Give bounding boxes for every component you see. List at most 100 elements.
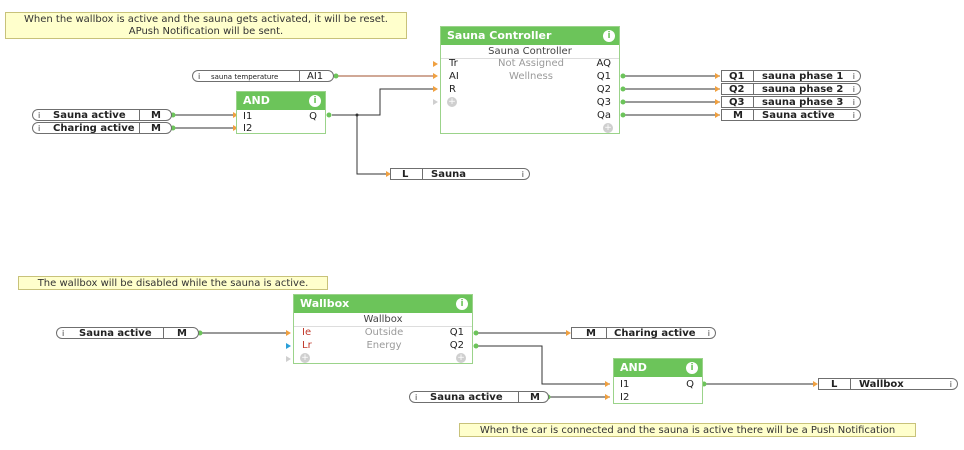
info-icon[interactable]: i — [603, 30, 615, 42]
info-icon[interactable]: i — [949, 380, 952, 389]
and2-input-i2[interactable]: I2 — [620, 392, 630, 403]
info-icon[interactable]: i — [38, 111, 41, 120]
info-icon[interactable]: i — [852, 85, 855, 94]
ref-tag: M — [151, 110, 161, 121]
wallbox-header: Wallbox i — [294, 295, 472, 313]
info-icon[interactable]: i — [309, 95, 321, 107]
wallbox-name: Wallbox — [294, 314, 472, 327]
wallbox-output-q1[interactable]: Q1 — [449, 327, 464, 338]
ref-label: Wallbox — [859, 379, 904, 390]
ref-label: Sauna active — [79, 328, 152, 339]
ref-divider — [299, 71, 300, 82]
sauna-controller-line2: Wellness — [509, 71, 553, 82]
wallbox-block[interactable]: Wallbox i Wallbox Outside Energy Ie Lr +… — [293, 294, 473, 364]
and-block-1[interactable]: AND i I1 I2 Q — [236, 91, 326, 134]
add-output-icon[interactable]: + — [456, 353, 466, 363]
and-block-1-title: AND — [243, 94, 270, 107]
and1-input-i1[interactable]: I1 — [243, 111, 253, 122]
ref-divider — [422, 169, 423, 180]
input-ref-charing-active[interactable]: i Charing active M — [32, 122, 172, 134]
output-ref-sauna-active[interactable]: M Sauna active i — [721, 109, 861, 121]
and2-output-q[interactable]: Q — [686, 379, 694, 390]
output-q2[interactable]: Q2 — [596, 84, 611, 95]
info-icon[interactable]: i — [852, 98, 855, 107]
ref-tag: M — [530, 392, 540, 403]
and-block-2-title: AND — [620, 361, 647, 374]
output-ref-charing-active[interactable]: M Charing active i — [571, 327, 716, 339]
ref-divider — [606, 328, 607, 339]
info-icon[interactable]: i — [686, 362, 698, 374]
ref-label: Sauna active — [430, 392, 503, 403]
input-ref-sauna-active[interactable]: i Sauna active M — [56, 327, 199, 339]
add-output-icon[interactable]: + — [603, 123, 613, 133]
input-ref-sauna-active[interactable]: i Sauna active M — [409, 391, 549, 403]
info-icon[interactable]: i — [521, 170, 524, 179]
and2-input-i1[interactable]: I1 — [620, 379, 630, 390]
and-block-2-header: AND i — [614, 359, 702, 377]
info-icon[interactable]: i — [456, 298, 468, 310]
ref-divider — [753, 71, 754, 82]
info-icon[interactable]: i — [852, 72, 855, 81]
output-ref-sauna-phase-2[interactable]: Q2 sauna phase 2 i — [721, 83, 861, 95]
output-qa[interactable]: Qa — [597, 110, 611, 121]
output-ref-wallbox[interactable]: L Wallbox i — [818, 378, 958, 390]
ref-tag: Q3 — [729, 97, 745, 108]
input-ai[interactable]: AI — [449, 71, 459, 82]
sauna-controller-header: Sauna Controller i — [441, 27, 619, 45]
ref-tag: AI1 — [307, 71, 324, 82]
wallbox-input-ie[interactable]: Ie — [302, 327, 312, 338]
input-ref-sauna-temperature[interactable]: i sauna temperature AI1 — [192, 70, 334, 82]
info-icon[interactable]: i — [38, 124, 41, 133]
output-ref-sauna-phase-1[interactable]: Q1 sauna phase 1 i — [721, 70, 861, 82]
ref-tag: M — [151, 123, 161, 134]
ref-tag: M — [733, 110, 743, 121]
input-r[interactable]: R — [449, 84, 456, 95]
ref-tag: Q1 — [729, 71, 745, 82]
info-icon[interactable]: i — [852, 111, 855, 120]
input-ref-sauna-active[interactable]: i Sauna active M — [32, 109, 172, 121]
ref-divider — [139, 123, 140, 134]
ref-divider — [850, 379, 851, 390]
output-ref-sauna-phase-3[interactable]: Q3 sauna phase 3 i — [721, 96, 861, 108]
and-block-1-header: AND i — [237, 92, 325, 110]
wallbox-output-q2[interactable]: Q2 — [449, 340, 464, 351]
ref-tag: M — [177, 328, 187, 339]
output-ref-sauna[interactable]: L Sauna i — [390, 168, 530, 180]
comment-note-middle: The wallbox will be disabled while the s… — [18, 276, 328, 290]
and-block-2[interactable]: AND i I1 I2 Q — [613, 358, 703, 404]
comment-note-top: When the wallbox is active and the sauna… — [5, 12, 407, 39]
ref-divider — [518, 392, 519, 403]
sauna-controller-block[interactable]: Sauna Controller i Sauna Controller Not … — [440, 26, 620, 134]
add-input-icon[interactable]: + — [300, 353, 310, 363]
output-q1[interactable]: Q1 — [596, 71, 611, 82]
ref-label: Charing active — [614, 328, 696, 339]
info-icon[interactable]: i — [415, 393, 418, 402]
wallbox-line1: Outside — [364, 327, 404, 338]
ref-label: Sauna active — [762, 110, 835, 121]
and1-input-i2[interactable]: I2 — [243, 123, 253, 134]
ref-divider — [753, 84, 754, 95]
wallbox-title: Wallbox — [300, 297, 350, 310]
info-icon[interactable]: i — [62, 329, 65, 338]
info-icon[interactable]: i — [198, 72, 201, 81]
ref-label: sauna phase 2 — [762, 84, 844, 95]
sauna-controller-line1: Not Assigned — [498, 58, 564, 69]
ref-divider — [753, 97, 754, 108]
and1-output-q[interactable]: Q — [309, 111, 317, 122]
output-q3[interactable]: Q3 — [596, 97, 611, 108]
wallbox-line2: Energy — [366, 340, 402, 351]
ref-tag: L — [831, 379, 838, 390]
info-icon[interactable]: i — [707, 329, 710, 338]
ref-tag: Q2 — [729, 84, 745, 95]
ref-label: sauna phase 1 — [762, 71, 844, 82]
input-tr[interactable]: Tr — [449, 58, 458, 69]
ref-label: sauna temperature — [211, 73, 279, 81]
sauna-controller-name: Sauna Controller — [441, 46, 619, 59]
ref-divider — [139, 110, 140, 121]
output-aq[interactable]: AQ — [596, 58, 611, 69]
wallbox-input-lr[interactable]: Lr — [302, 340, 312, 351]
add-input-icon[interactable]: + — [447, 97, 457, 107]
sauna-controller-title: Sauna Controller — [447, 29, 552, 42]
ref-divider — [753, 110, 754, 121]
